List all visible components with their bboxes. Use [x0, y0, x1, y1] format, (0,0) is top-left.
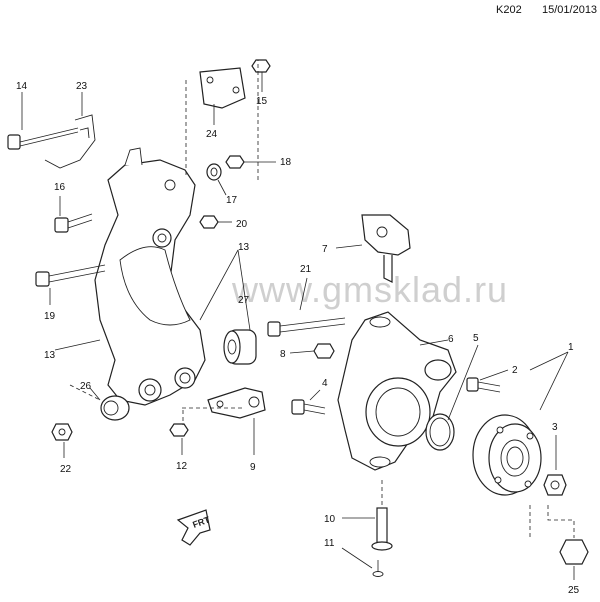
steering-knuckle[interactable]	[337, 311, 457, 471]
bolt-2[interactable]	[466, 377, 501, 393]
bolt-21[interactable]	[267, 317, 346, 337]
nut-12[interactable]	[169, 423, 189, 437]
callout-23: 23	[76, 81, 88, 92]
leader-lines	[21, 72, 575, 580]
wheel-hub[interactable]	[472, 414, 542, 496]
alignment-line	[547, 505, 575, 538]
nut-18[interactable]	[225, 155, 245, 169]
rear-bushing[interactable]	[100, 395, 130, 421]
diagram-code: K202	[496, 4, 522, 16]
callout-2: 2	[512, 365, 518, 376]
callout-15: 15	[256, 96, 268, 107]
snap-ring[interactable]	[425, 413, 455, 451]
nut-15[interactable]	[251, 59, 271, 73]
screw-11[interactable]	[372, 560, 384, 577]
callout-1: 1	[568, 342, 574, 353]
callout-22: 22	[60, 464, 72, 475]
nut-22[interactable]	[51, 423, 73, 441]
callout-16: 16	[54, 182, 66, 193]
watermark: www.gmsklad.ru	[231, 269, 508, 310]
callout-13-upper: 13	[238, 242, 250, 253]
wheel-stud-10[interactable]	[371, 507, 393, 551]
front-bushing[interactable]	[223, 329, 257, 365]
bolt-4[interactable]	[291, 399, 326, 415]
callout-17: 17	[226, 195, 238, 206]
callout-18: 18	[280, 157, 292, 168]
callout-24: 24	[206, 129, 218, 140]
callout-20: 20	[236, 219, 248, 230]
nut-20[interactable]	[199, 215, 219, 229]
callout-12: 12	[176, 461, 188, 472]
bushing-bracket[interactable]	[207, 387, 266, 419]
washer-17[interactable]	[206, 163, 222, 181]
nut-3[interactable]	[543, 474, 567, 496]
callout-10: 10	[324, 514, 336, 525]
mounting-bracket[interactable]	[199, 67, 246, 109]
callout-4: 4	[322, 378, 328, 389]
callout-19: 19	[44, 311, 56, 322]
bolt-14[interactable]	[7, 127, 79, 150]
alignment-line	[69, 384, 101, 401]
bolt-19[interactable]	[35, 264, 106, 287]
hub-cap-25[interactable]	[559, 539, 589, 565]
callout-7: 7	[322, 244, 328, 255]
callout-27: 27	[238, 295, 250, 306]
callout-11: 11	[324, 538, 335, 549]
bolt-16[interactable]	[54, 213, 93, 233]
callout-25: 25	[568, 585, 580, 596]
callout-13-lower: 13	[44, 350, 56, 361]
callout-3: 3	[552, 422, 558, 433]
callout-6: 6	[448, 334, 454, 345]
callout-9: 9	[250, 462, 256, 473]
wire-clip[interactable]	[44, 114, 96, 169]
ball-joint[interactable]	[361, 214, 411, 283]
callout-26: 26	[80, 381, 92, 392]
callout-21: 21	[300, 264, 312, 275]
nut-8[interactable]	[313, 343, 335, 359]
callout-5: 5	[473, 333, 479, 344]
frt-arrow-icon: FRT	[176, 509, 212, 546]
callout-8: 8	[280, 349, 286, 360]
callout-labels: 1 2 3 4 5 6 7 8 9 10 11 12 13 13 14 15 1…	[16, 81, 580, 596]
diagram-date: 15/01/2013	[542, 4, 598, 16]
callout-14: 14	[16, 81, 28, 92]
control-arm[interactable]	[94, 147, 206, 406]
